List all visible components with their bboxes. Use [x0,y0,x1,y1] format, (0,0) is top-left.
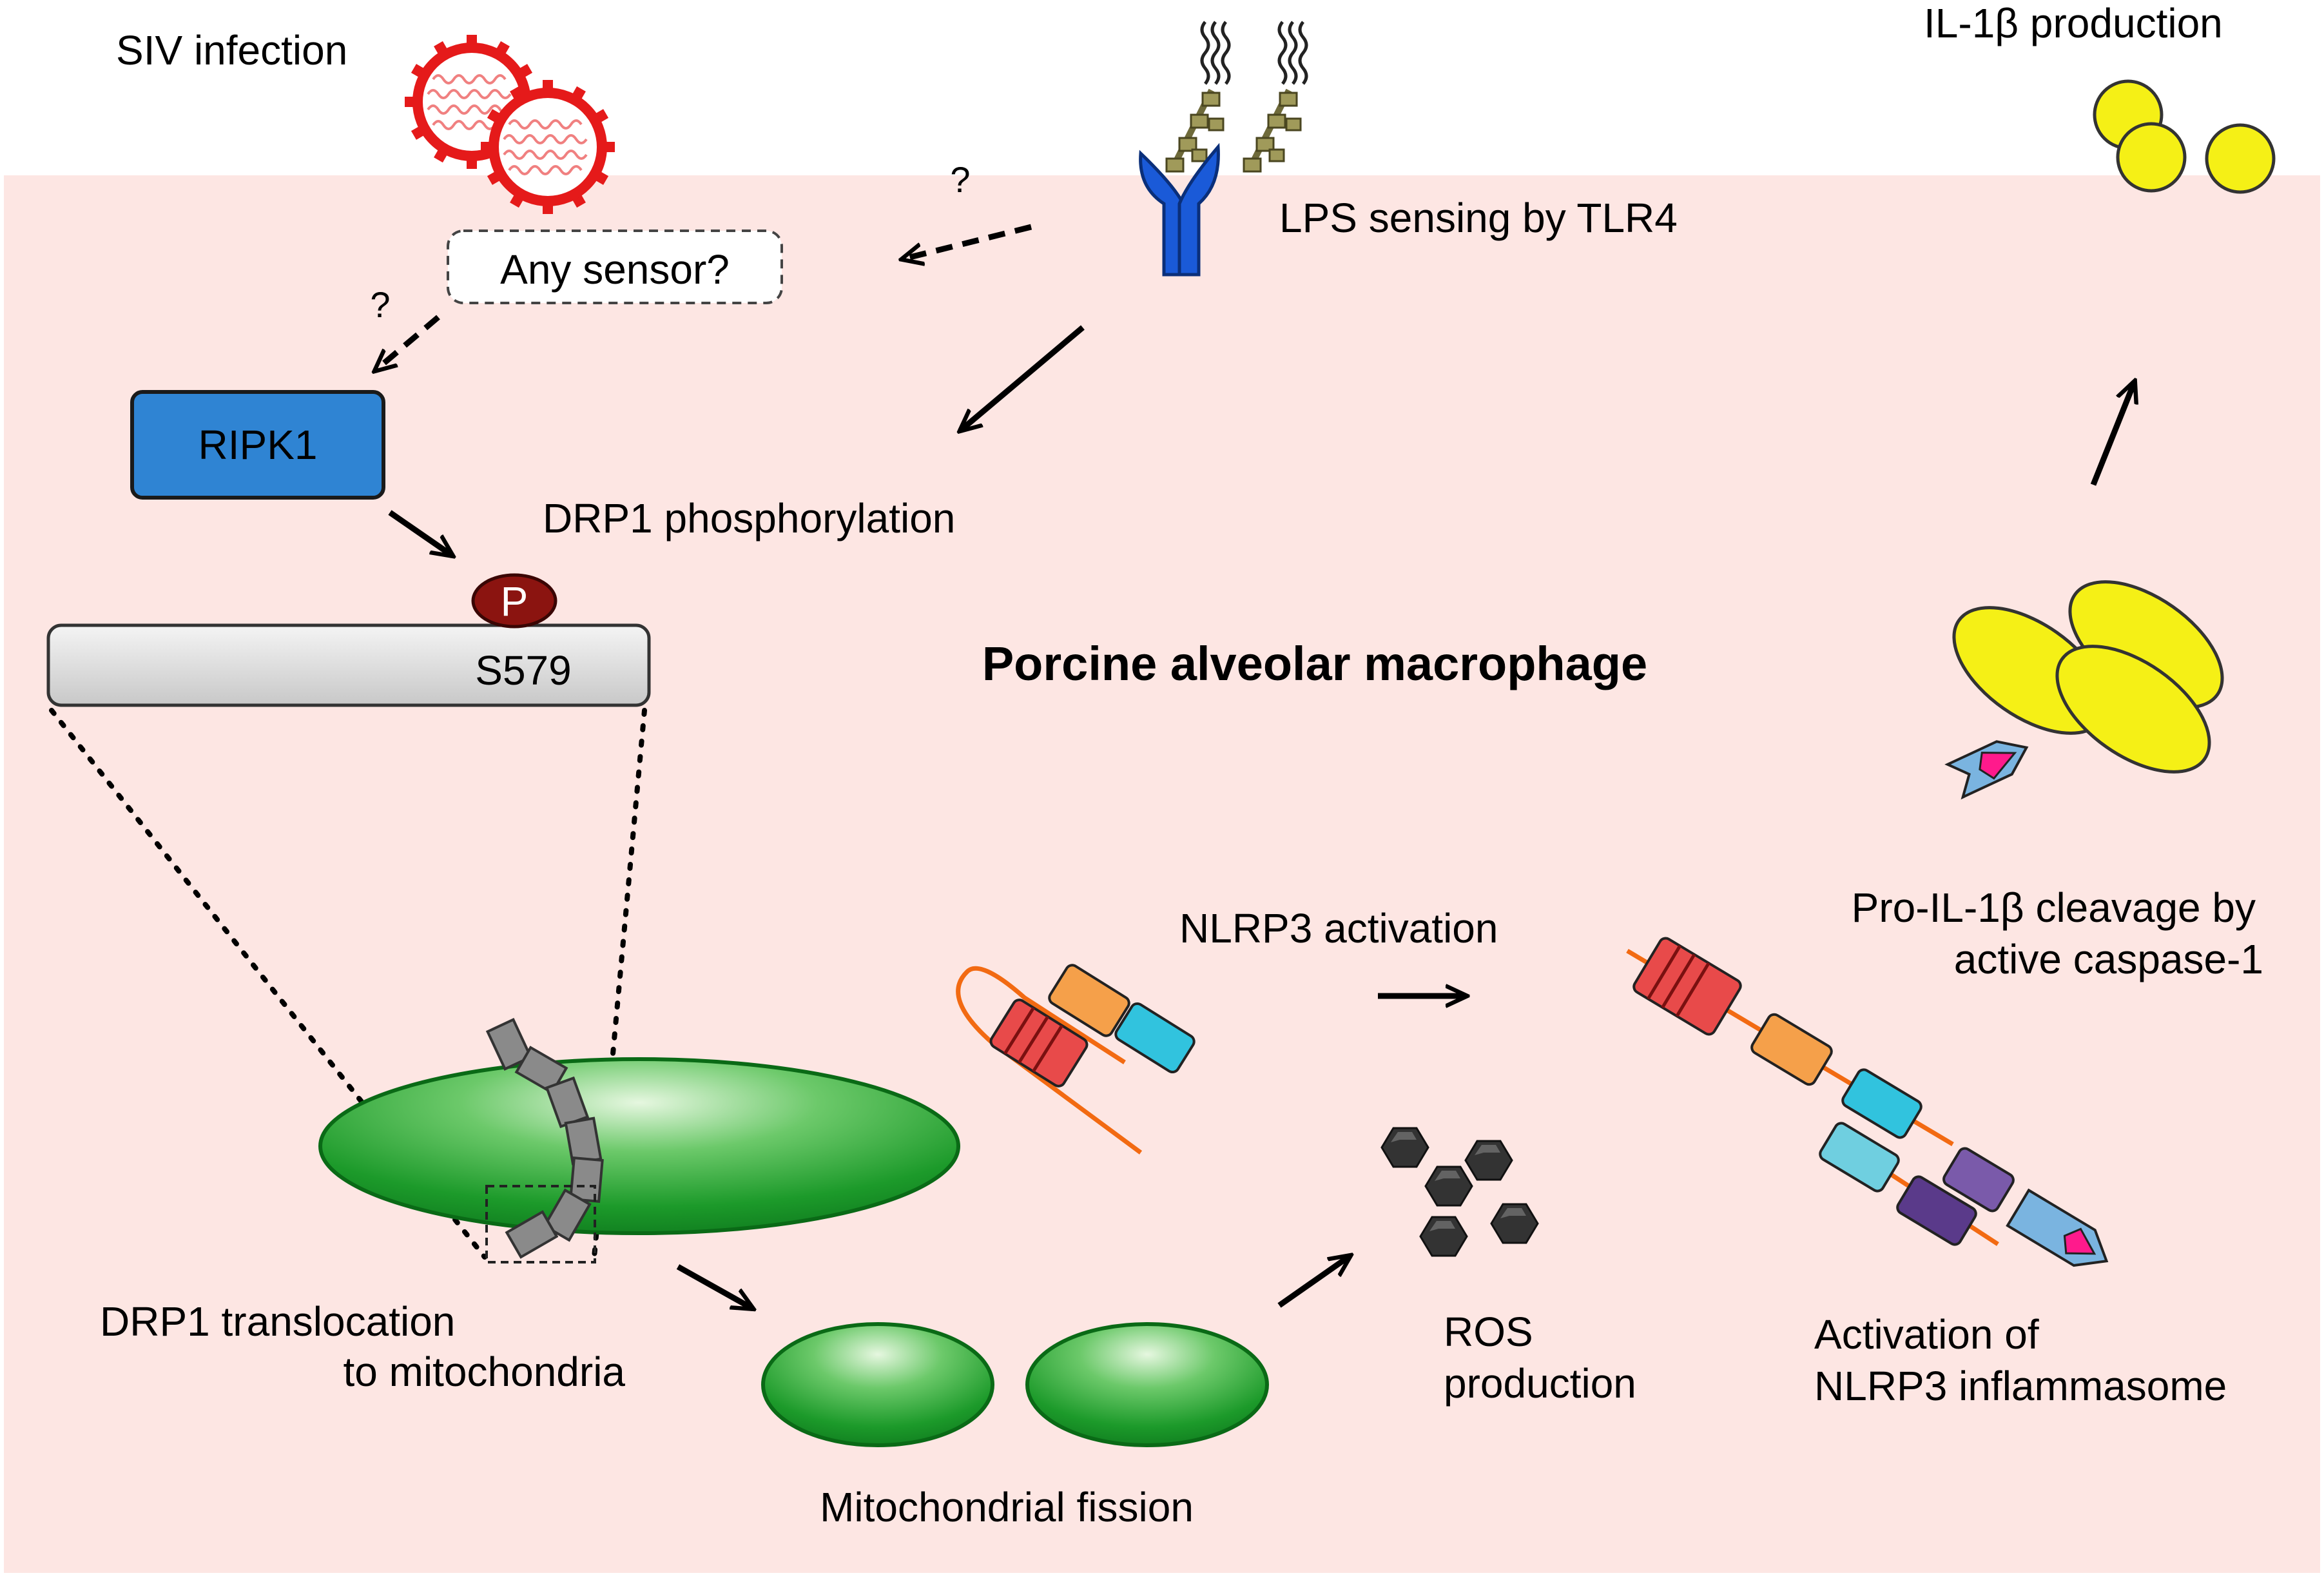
ros-label-line2: production [1444,1360,1636,1407]
activation-label-line2: NLRP3 inflammasome [1814,1363,2227,1409]
arrow-tlr4-to-drp1 [960,325,1085,431]
mito-fission-label: Mitochondrial fission [820,1484,1194,1530]
arrow-to-il1b-production [2090,382,2135,486]
il1b-production-label: IL-1β production [1924,0,2223,46]
procleavage-label-line2: active caspase-1 [1954,936,2263,982]
lps-sensing-label: LPS sensing by TLR4 [1279,195,1678,241]
mitochondrion-fission-left [761,1322,994,1447]
procleavage-label-line1: Pro-IL-1β cleavage by [1852,884,2256,931]
any-sensor-box [447,229,783,304]
nlrp3-activation-label: NLRP3 activation [1179,905,1498,951]
lps-icon [1167,22,1306,171]
drp1-oligomer-icon [485,1018,604,1259]
arrow-lps-to-sensor [902,224,1032,259]
drp1-translocation-label-line2: to mitochondria [343,1349,625,1395]
arrow-to-ros [1277,1256,1350,1308]
cleaved-il1b-icon [1952,580,2224,774]
question-mark-sensor: ? [370,284,390,325]
nlrp3-inflammasome-icon [1626,937,2109,1267]
any-sensor-label: Any sensor? [500,246,730,293]
s579-label: S579 [475,647,571,694]
il1b-icon [2093,79,2276,194]
mitochondrion-fission-right [1025,1322,1269,1447]
caspase-icon [1944,740,2029,800]
zoom-box [485,1185,596,1263]
zoom-line-right [592,708,647,1260]
phospho-label: P [501,578,528,625]
siv-infection-label: SIV infection [116,27,347,73]
arrow-sensor-to-ripk1 [375,315,440,371]
question-mark-lps: ? [950,159,970,200]
ripk1-box [130,390,385,500]
drp1-phosphorylation-label: DRP1 phosphorylation [543,495,955,541]
arrow-to-fission [676,1264,753,1309]
drp1-translocation-label-line1: DRP1 translocation [100,1298,455,1345]
tlr4-receptor-icon [1139,142,1220,277]
ripk1-label: RIPK1 [199,422,318,468]
mitochondrion-icon [318,1057,960,1235]
nlrp3-icon [956,964,1196,1155]
cell-label: Porcine alveolar macrophage [982,637,1647,690]
phospho-icon [471,573,557,629]
arrow-ripk1-to-drp1 [388,510,452,556]
activation-label-line1: Activation of [1814,1311,2039,1358]
ros-label-line1: ROS [1444,1309,1533,1355]
drp1-protein-bar [46,623,651,707]
